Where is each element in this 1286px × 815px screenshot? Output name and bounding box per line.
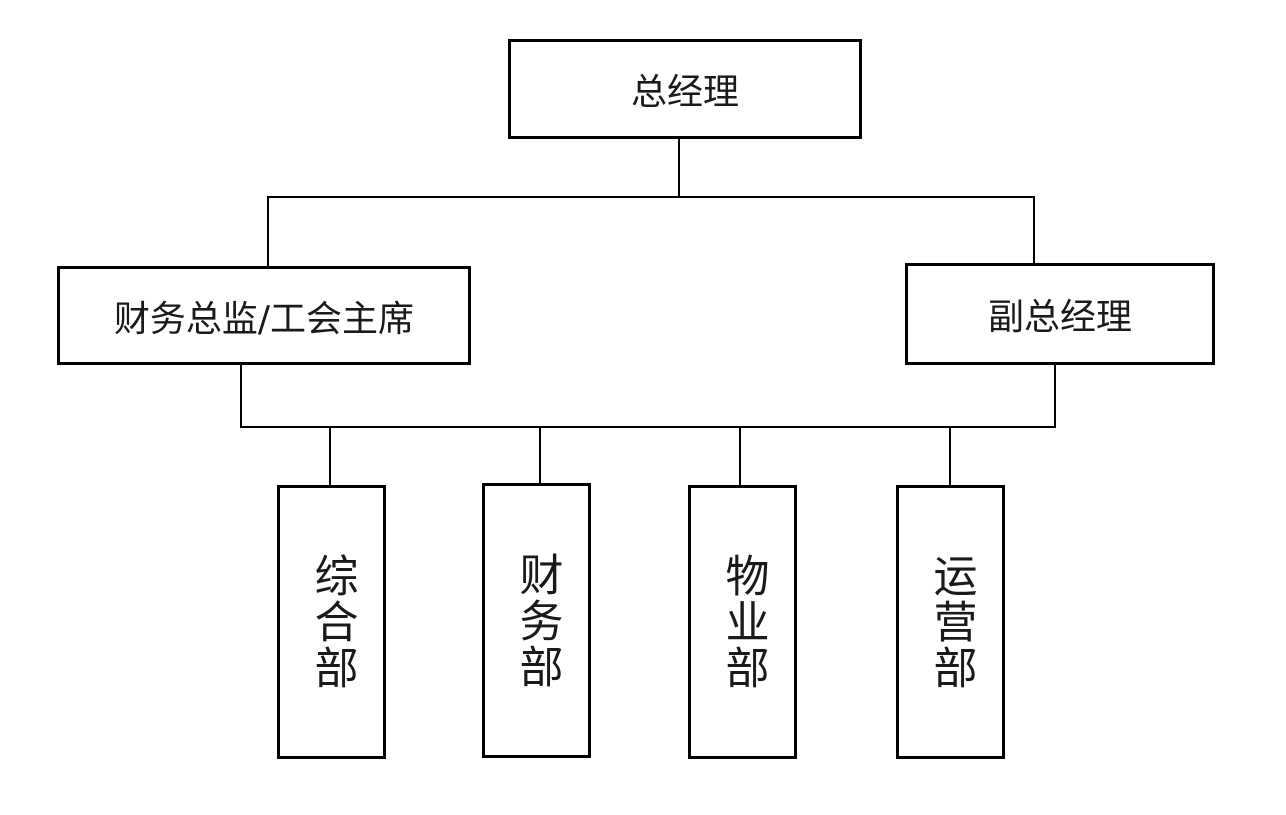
connector-top-horizontal: [267, 196, 1035, 198]
connector-to-property-dept: [739, 426, 741, 487]
node-finance-dept: 财务部: [482, 483, 591, 758]
node-general-manager: 总经理: [508, 39, 862, 139]
connector-to-finance-dept: [539, 426, 541, 485]
node-finance-dept-label: 财务部: [511, 551, 563, 690]
connector-top-down: [678, 137, 680, 198]
node-general-manager-label: 总经理: [630, 72, 739, 113]
connector-to-operations-dept: [949, 426, 951, 487]
connector-deputy-manager-down: [1054, 363, 1056, 428]
node-deputy-general-manager-label: 副总经理: [987, 297, 1132, 338]
connector-departments-horizontal: [240, 426, 1056, 428]
node-operations-dept: 运营部: [896, 485, 1005, 759]
node-deputy-general-manager: 副总经理: [905, 263, 1215, 365]
node-property-dept-label: 物业部: [717, 553, 769, 691]
connector-to-general-dept: [329, 426, 331, 487]
node-general-dept: 综合部: [277, 485, 386, 759]
node-finance-director-label: 财务总监/工会主席: [113, 298, 415, 340]
connector-to-finance-director: [267, 196, 269, 267]
connector-to-deputy-manager: [1033, 196, 1035, 264]
node-property-dept: 物业部: [688, 485, 797, 759]
node-general-dept-label: 综合部: [306, 553, 358, 691]
node-operations-dept-label: 运营部: [925, 553, 977, 691]
node-finance-director: 财务总监/工会主席: [57, 266, 471, 365]
connector-finance-director-down: [240, 363, 242, 428]
